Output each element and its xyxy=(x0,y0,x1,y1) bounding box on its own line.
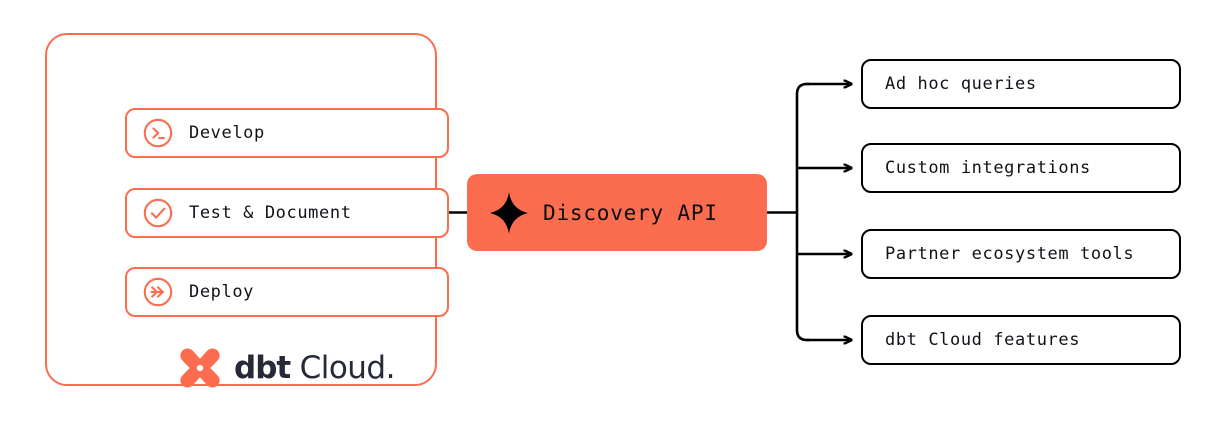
check-circle-icon xyxy=(143,198,173,228)
consumer-custom-integrations[interactable]: Custom integrations xyxy=(861,143,1181,193)
consumer-partner-ecosystem-tools[interactable]: Partner ecosystem tools xyxy=(861,229,1181,279)
discovery-api-node[interactable]: Discovery API xyxy=(467,174,767,251)
consumer-ad-hoc-queries[interactable]: Ad hoc queries xyxy=(861,59,1181,109)
dbt-x-logo-icon xyxy=(175,343,225,393)
logo-word-cloud xyxy=(290,350,299,386)
logo-word-dbt: dbt xyxy=(234,350,291,386)
stage-item-test-and-document[interactable]: Test & Document xyxy=(125,188,449,238)
double-chevron-right-icon xyxy=(143,277,173,307)
dbt-cloud-wordmark: dbt Cloud. xyxy=(234,350,396,386)
terminal-prompt-icon xyxy=(143,118,173,148)
logo-trailing-mark: . xyxy=(385,350,396,386)
stage-label: Test & Document xyxy=(189,203,352,223)
stage-item-develop[interactable]: Develop xyxy=(125,108,449,158)
consumer-label: Custom integrations xyxy=(885,158,1091,178)
logo-word-cloud-text: Cloud xyxy=(299,350,387,386)
consumer-label: Ad hoc queries xyxy=(885,74,1037,94)
dbt-cloud-panel: Develop Test & Document Deploy xyxy=(45,33,449,388)
consumer-dbt-cloud-features[interactable]: dbt Cloud features xyxy=(861,315,1181,365)
consumer-label: Partner ecosystem tools xyxy=(885,244,1135,264)
dbt-cloud-logo: dbt Cloud. xyxy=(175,342,396,394)
stage-label: Deploy xyxy=(189,282,255,302)
discovery-api-label: Discovery API xyxy=(543,200,718,225)
stage-item-deploy[interactable]: Deploy xyxy=(125,267,449,317)
edge-spine xyxy=(795,82,810,342)
sparkle-star-icon xyxy=(489,191,529,235)
consumer-label: dbt Cloud features xyxy=(885,330,1081,350)
stage-label: Develop xyxy=(189,123,265,143)
